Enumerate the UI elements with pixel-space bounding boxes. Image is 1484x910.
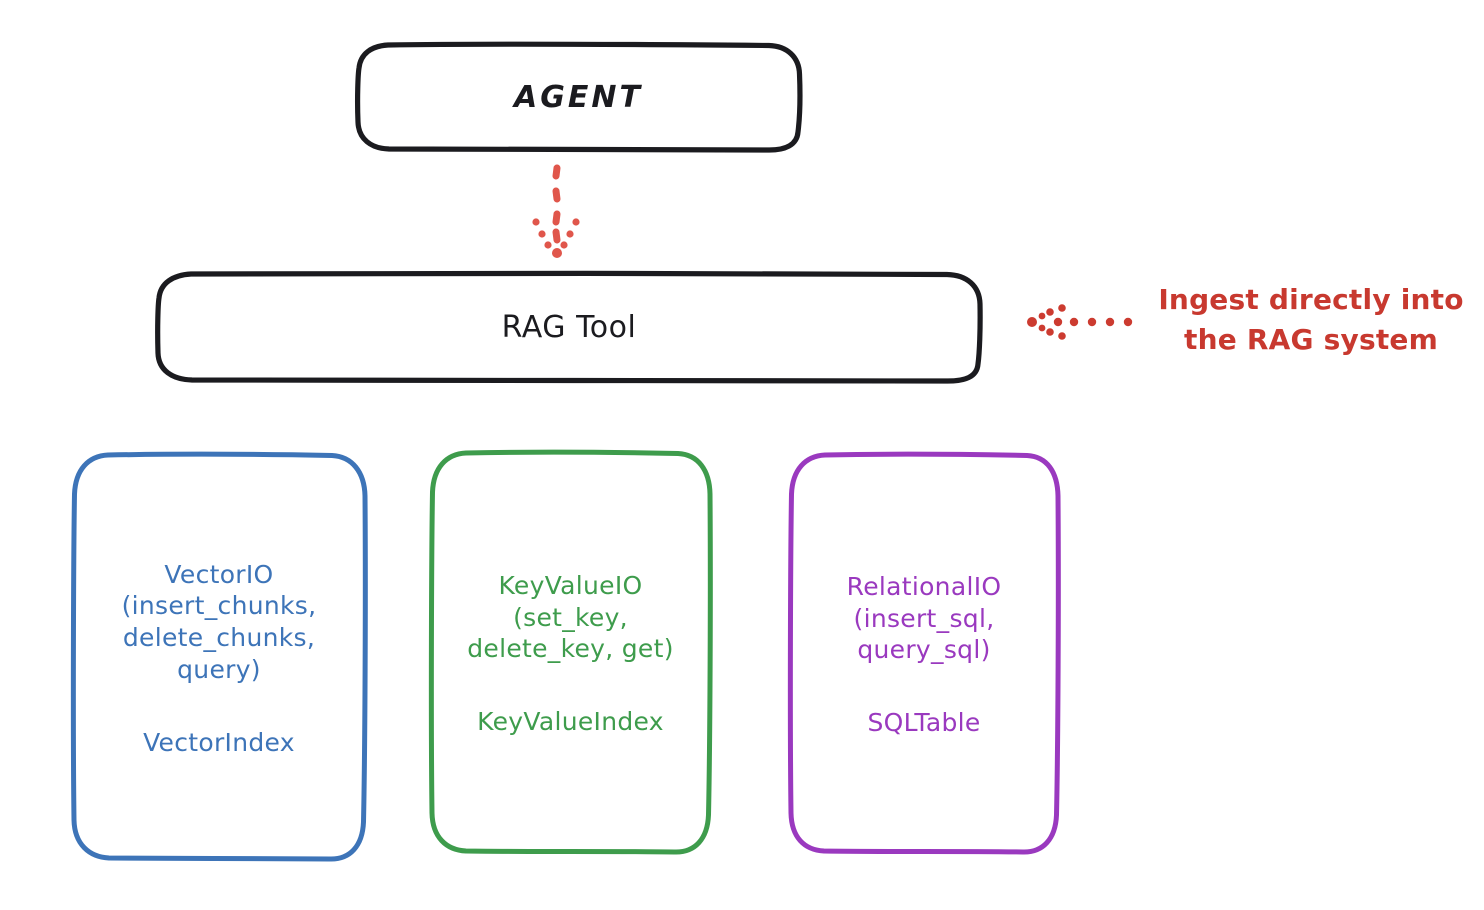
agent-label: AGENT	[514, 80, 643, 115]
vector-io-title: VectorIO (insert_chunks, delete_chunks, …	[121, 559, 317, 684]
node-rag-tool[interactable]: RAG Tool	[155, 270, 983, 384]
relational-io-subtitle: SQLTable	[867, 708, 981, 738]
node-vector-io[interactable]: VectorIO (insert_chunks, delete_chunks, …	[70, 451, 368, 863]
node-agent[interactable]: AGENT	[354, 41, 803, 153]
relational-io-title: RelationalIO (insert_sql, query_sql)	[846, 571, 1002, 665]
rag-tool-label: RAG Tool	[501, 310, 637, 345]
node-key-value-io[interactable]: KeyValueIO (set_key, delete_key, get) Ke…	[428, 449, 713, 856]
node-relational-io[interactable]: RelationalIO (insert_sql, query_sql) SQL…	[787, 451, 1061, 856]
key-value-io-title: KeyValueIO (set_key, delete_key, get)	[467, 570, 674, 664]
key-value-io-subtitle: KeyValueIndex	[477, 707, 664, 737]
vector-io-subtitle: VectorIndex	[143, 727, 295, 757]
ingest-pointer-arrow	[1027, 304, 1133, 340]
agent-to-rag-tool-arrow	[532, 164, 580, 258]
ingest-annotation-label: Ingest directly into the RAG system	[1158, 283, 1464, 356]
